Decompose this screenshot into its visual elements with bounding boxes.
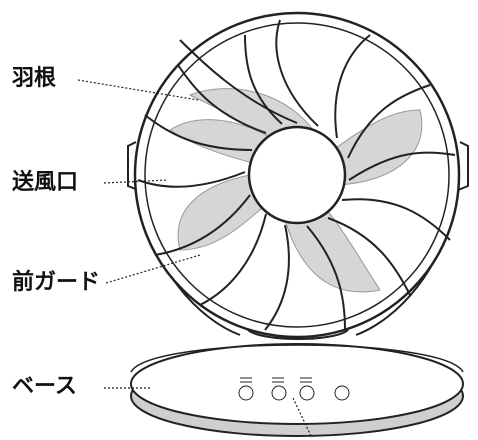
stand-neck [247, 329, 349, 340]
inner-guard-ring [144, 22, 450, 328]
base-body [130, 343, 464, 437]
guard-ribs [137, 19, 456, 331]
label-outlet: 送風口 [12, 170, 79, 195]
label-front-guard: 前ガード [12, 270, 101, 295]
label-blade: 羽根 [12, 66, 57, 91]
leader-lines [77, 79, 313, 439]
panel-leader [292, 397, 313, 439]
center-hub [247, 125, 347, 225]
guard-leader [105, 254, 201, 284]
label-base: ベース [12, 374, 77, 399]
control-panel [238, 377, 350, 401]
outlet-leader [103, 179, 169, 184]
blade-leader [77, 79, 199, 101]
